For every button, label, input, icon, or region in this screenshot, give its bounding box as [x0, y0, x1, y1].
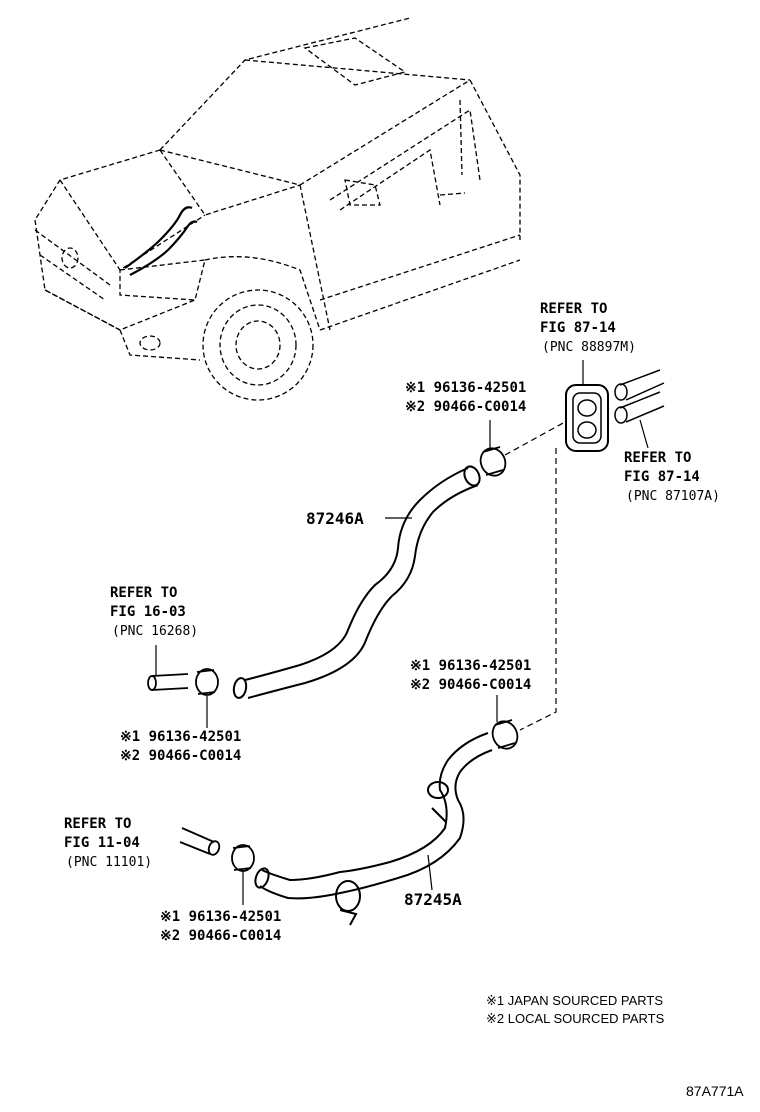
ref-fig16-03-line2: FIG 16-03 [110, 604, 186, 620]
hose-87245a [254, 732, 493, 926]
ref-fig87-14b-line1: REFER TO [624, 450, 692, 466]
note-local-sourced: ※2 LOCAL SOURCED PARTS [486, 1011, 665, 1026]
clamp-left-part1: ※1 96136-42501 [120, 729, 242, 745]
clamp-top [479, 446, 507, 477]
ref-fig11-04-pnc: (PNC 11101) [66, 855, 153, 870]
ref-fig87-14b-pnc: (PNC 87107A) [626, 489, 720, 504]
clamp-top-part1: ※1 96136-42501 [405, 380, 527, 396]
part-87246a-label: 87246A [306, 509, 364, 528]
clamp-bottom-part2: ※2 90466-C0014 [160, 928, 282, 944]
vehicle-outline [34, 17, 521, 401]
engine-pipe-bottom [179, 827, 255, 872]
ref-fig16-03-line1: REFER TO [110, 585, 178, 601]
heater-pipes [614, 369, 665, 424]
clamp-bottom-part1: ※1 96136-42501 [160, 909, 282, 925]
note-japan-sourced: ※1 JAPAN SOURCED PARTS [486, 993, 664, 1008]
clamp-right-part1: ※1 96136-42501 [410, 658, 532, 674]
ref-fig87-14-line2: FIG 87-14 [540, 320, 616, 336]
ref-fig87-14-pnc: (PNC 88897M) [542, 340, 636, 355]
clamp-left-part2: ※2 90466-C0014 [120, 748, 242, 764]
ref-fig11-04-line2: FIG 11-04 [64, 835, 140, 851]
part-87245a-label: 87245A [404, 890, 462, 909]
figure-id: 87A771A [686, 1083, 744, 1099]
clamp-right-part2: ※2 90466-C0014 [410, 677, 532, 693]
engine-harness [124, 206, 198, 276]
grommet [565, 384, 609, 452]
engine-pipe-left [147, 668, 219, 696]
ref-fig11-04-line1: REFER TO [64, 816, 132, 832]
ref-fig87-14-line1: REFER TO [540, 301, 608, 317]
ref-fig87-14b-line2: FIG 87-14 [624, 469, 700, 485]
clamp-top-part2: ※2 90466-C0014 [405, 399, 527, 415]
ref-fig16-03-pnc: (PNC 16268) [112, 624, 199, 639]
clamp-right [491, 719, 519, 750]
hose-87246a [232, 465, 481, 699]
